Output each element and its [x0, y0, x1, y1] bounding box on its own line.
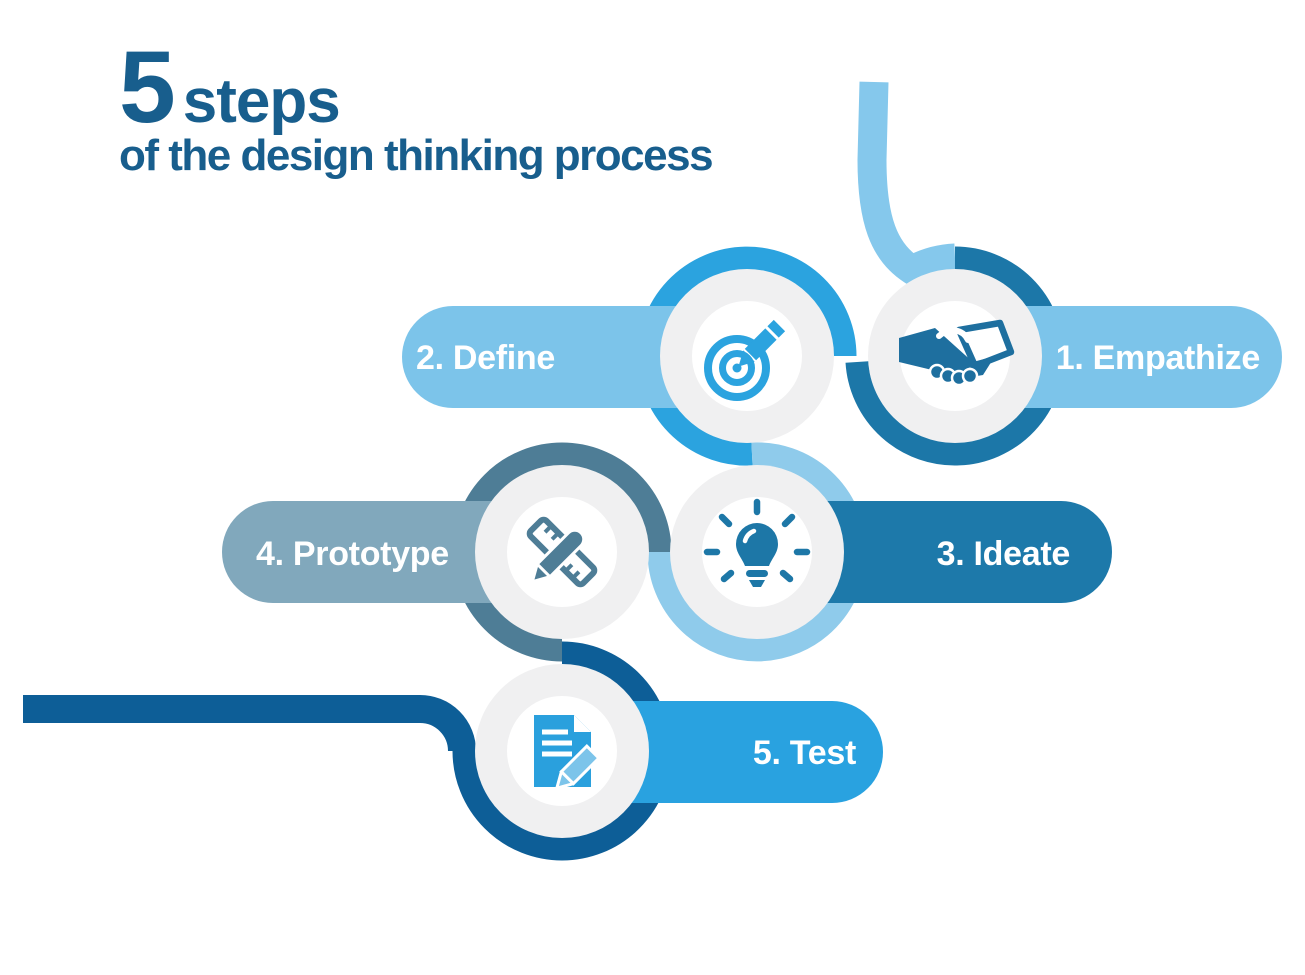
pill-empathize [958, 306, 1282, 408]
ring-define [637, 246, 857, 466]
step-label-prototype: 4. Prototype [256, 535, 449, 573]
step-label-test: 5. Test [753, 734, 856, 772]
ring-prototype [452, 442, 672, 662]
lightbulb-icon [703, 498, 811, 587]
step-label-define: 2. Define [416, 339, 555, 377]
title-row: 5 steps [119, 36, 712, 138]
title-subtitle: of the design thinking process [119, 131, 714, 180]
step-label-ideate: 3. Ideate [937, 535, 1070, 573]
step-labels: 1. Empathize 2. Define 3. Ideate 4. Prot… [256, 339, 1260, 772]
ring-ideate [647, 442, 867, 662]
connector-path [23, 81, 1065, 861]
ring-test [452, 641, 672, 861]
ring-empathize [845, 246, 1065, 466]
connector-tail [857, 81, 957, 287]
title-block: 5 steps of the design thinking process [119, 36, 714, 180]
ruler-pencil-icon [526, 516, 598, 588]
document-pencil-icon [534, 715, 601, 790]
title-number: 5 [119, 30, 176, 144]
title-word: steps [182, 67, 341, 136]
target-pencil-icon [704, 319, 786, 401]
footer: Everest Group ® Design Thinking: Innovat… [0, 870, 1305, 950]
pill-ideate [750, 501, 1112, 603]
step-label-empathize: 1. Empathize [1056, 339, 1260, 377]
handshake-icon [899, 319, 1015, 387]
connector-exit-line [23, 695, 476, 752]
